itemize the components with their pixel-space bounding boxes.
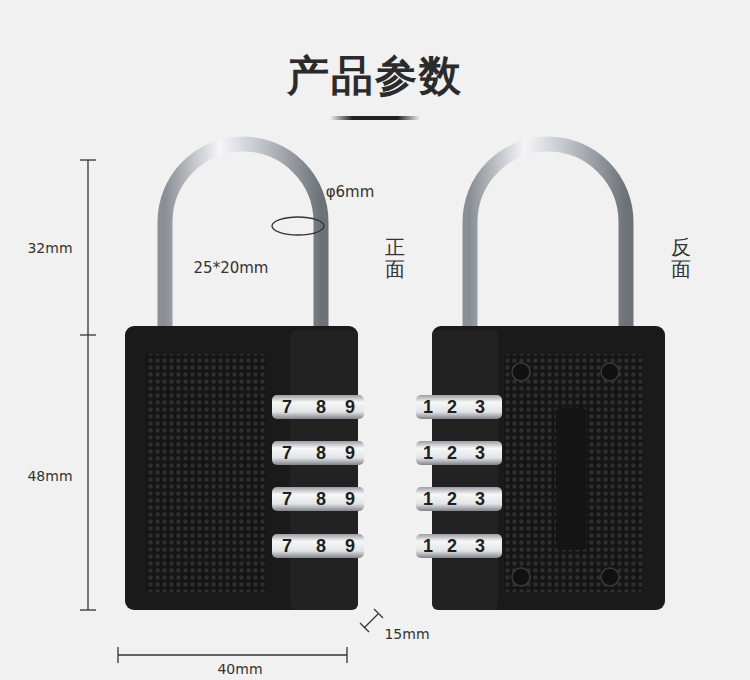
dial-digit: 1 <box>423 443 433 464</box>
dial-digit: 2 <box>447 397 457 418</box>
dials <box>416 395 502 558</box>
diameter-ring <box>272 217 324 235</box>
dial-digit: 8 <box>316 489 326 510</box>
dial-digit: 9 <box>345 536 355 557</box>
dial-digit: 3 <box>475 443 485 464</box>
dial-digit: 1 <box>423 489 433 510</box>
shackle <box>470 144 626 335</box>
grip-texture <box>504 354 642 592</box>
side-label: 正面 <box>385 236 405 280</box>
dial-digit: 2 <box>447 536 457 557</box>
dial-digit: 2 <box>447 489 457 510</box>
dial-digit: 9 <box>345 489 355 510</box>
shackle <box>165 144 321 335</box>
dimension-label: 15mm <box>384 626 429 642</box>
dimension-label: 25*20mm <box>194 259 269 277</box>
page-title: 产品参数 <box>287 48 463 104</box>
dial-digit: 9 <box>345 397 355 418</box>
dimension-label: 32mm <box>27 240 72 256</box>
dial-digit: 3 <box>475 489 485 510</box>
dial-digit: 3 <box>475 536 485 557</box>
dimension-label: 48mm <box>27 468 72 484</box>
title-underline <box>330 116 420 120</box>
lock-body <box>432 326 665 610</box>
body-side <box>290 330 358 610</box>
side-label: 反面 <box>671 236 691 280</box>
dials <box>272 395 364 558</box>
dimension-label: 40mm <box>217 661 262 677</box>
dimension-lines <box>80 160 383 663</box>
dial-digit: 7 <box>282 536 292 557</box>
dial-digit: 1 <box>423 536 433 557</box>
dial-digit: 8 <box>316 536 326 557</box>
dial-digit: 8 <box>316 443 326 464</box>
dial-digit: 7 <box>282 397 292 418</box>
dial-digit: 7 <box>282 443 292 464</box>
back-slot <box>556 408 586 550</box>
body-side <box>432 330 498 610</box>
rivets <box>512 363 619 586</box>
dial-digit: 3 <box>475 397 485 418</box>
grip-texture <box>146 354 266 592</box>
dial-digit: 1 <box>423 397 433 418</box>
lock-body <box>125 326 358 610</box>
dial-digit: 8 <box>316 397 326 418</box>
dial-digit: 7 <box>282 489 292 510</box>
dial-digit: 2 <box>447 443 457 464</box>
dial-digit: 9 <box>345 443 355 464</box>
dimension-label: φ6mm <box>326 183 375 201</box>
